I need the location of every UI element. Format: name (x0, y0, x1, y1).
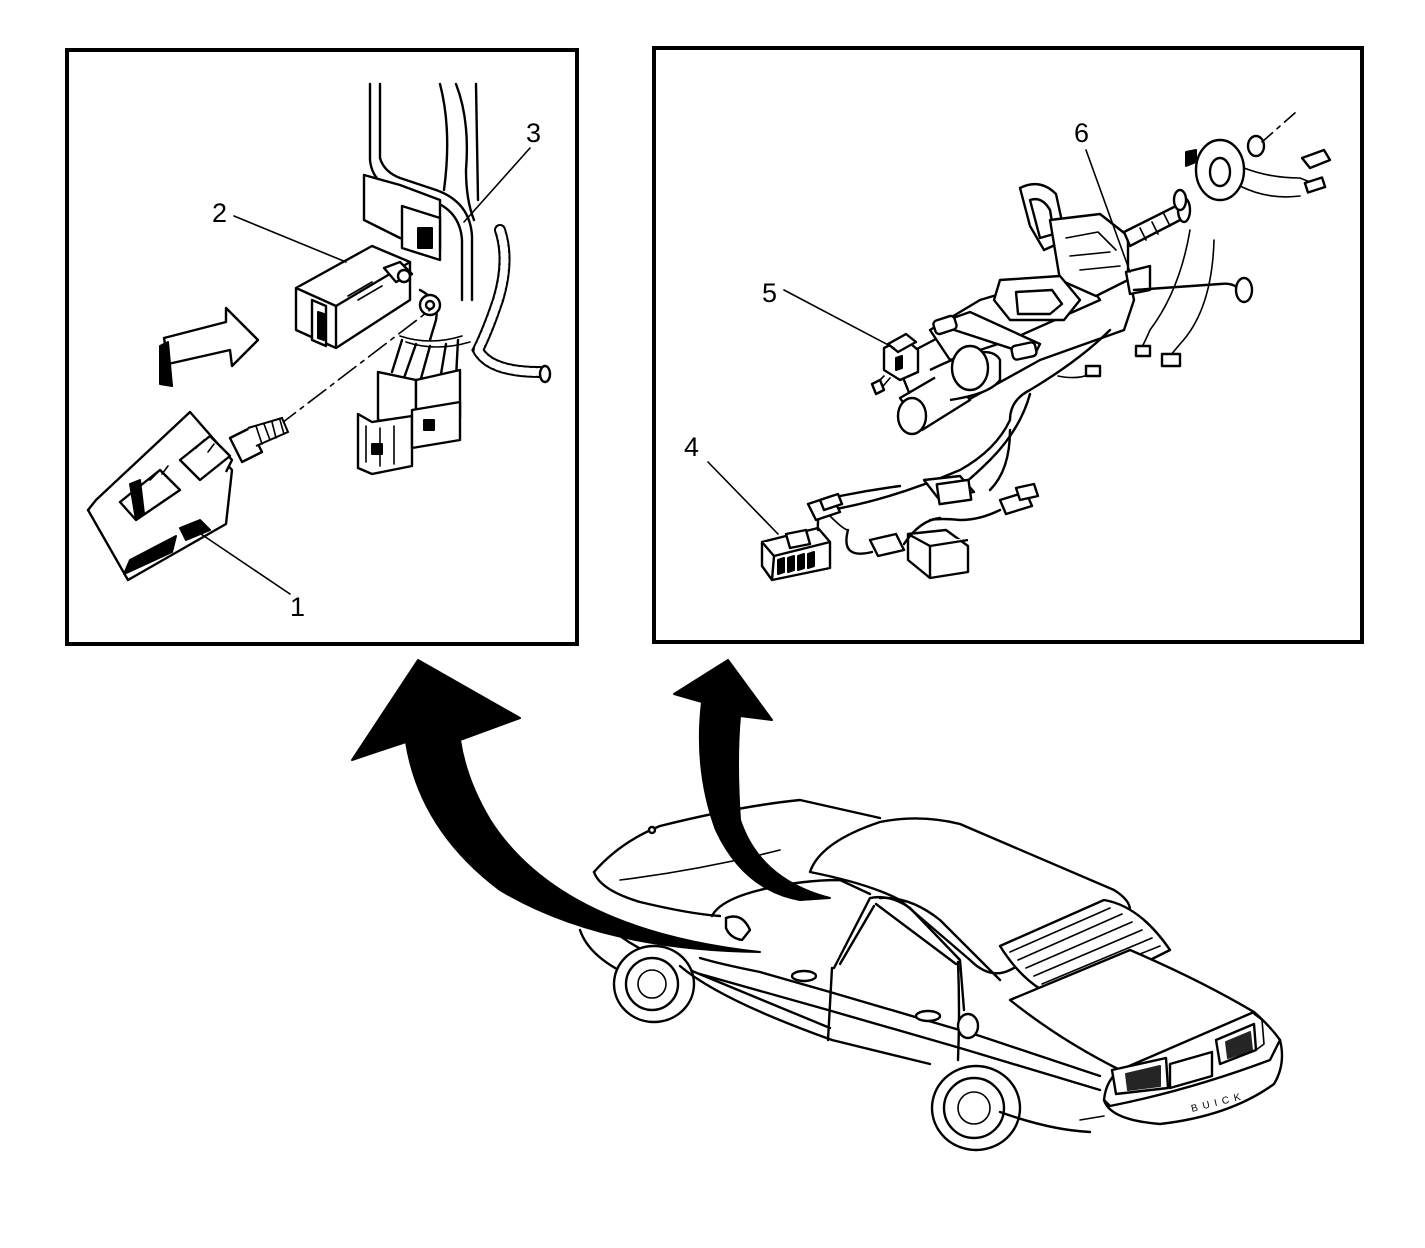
leader-6 (1085, 149, 1131, 273)
sir-coil (1172, 111, 1332, 212)
leader-3 (463, 147, 531, 223)
vehicle-outline: BUICK (578, 798, 1284, 1152)
stop-lamp-switch (86, 410, 290, 582)
leader-5 (783, 289, 895, 349)
leader-4 (707, 461, 779, 535)
locator-arrow-left (351, 659, 761, 953)
install-direction-arrow (159, 306, 260, 387)
callout-1: 1 (290, 592, 305, 622)
column-harness (828, 229, 1254, 512)
brake-pedal-bracket (362, 82, 480, 302)
leader-2 (233, 215, 347, 263)
steering-column (894, 182, 1192, 436)
left-detail-panel: 2 3 1 (65, 48, 579, 646)
callout-2: 2 (212, 198, 227, 228)
callout-6: 6 (1074, 118, 1089, 148)
install-centerline (277, 309, 431, 427)
callout-3: 3 (526, 118, 541, 148)
harness-connector-4 (760, 484, 902, 582)
right-detail-panel: 5 6 4 (652, 46, 1364, 644)
leader-1 (197, 531, 291, 595)
ignition-switch-connector-5 (870, 332, 920, 396)
callout-5: 5 (762, 278, 777, 308)
callout-4: 4 (684, 432, 699, 462)
harness-connectors (845, 474, 1040, 580)
locator-arrow-right (673, 659, 831, 901)
pedal-harness-connectors (356, 288, 471, 476)
wiring-conduit (471, 224, 552, 384)
switch-housing (294, 244, 414, 350)
